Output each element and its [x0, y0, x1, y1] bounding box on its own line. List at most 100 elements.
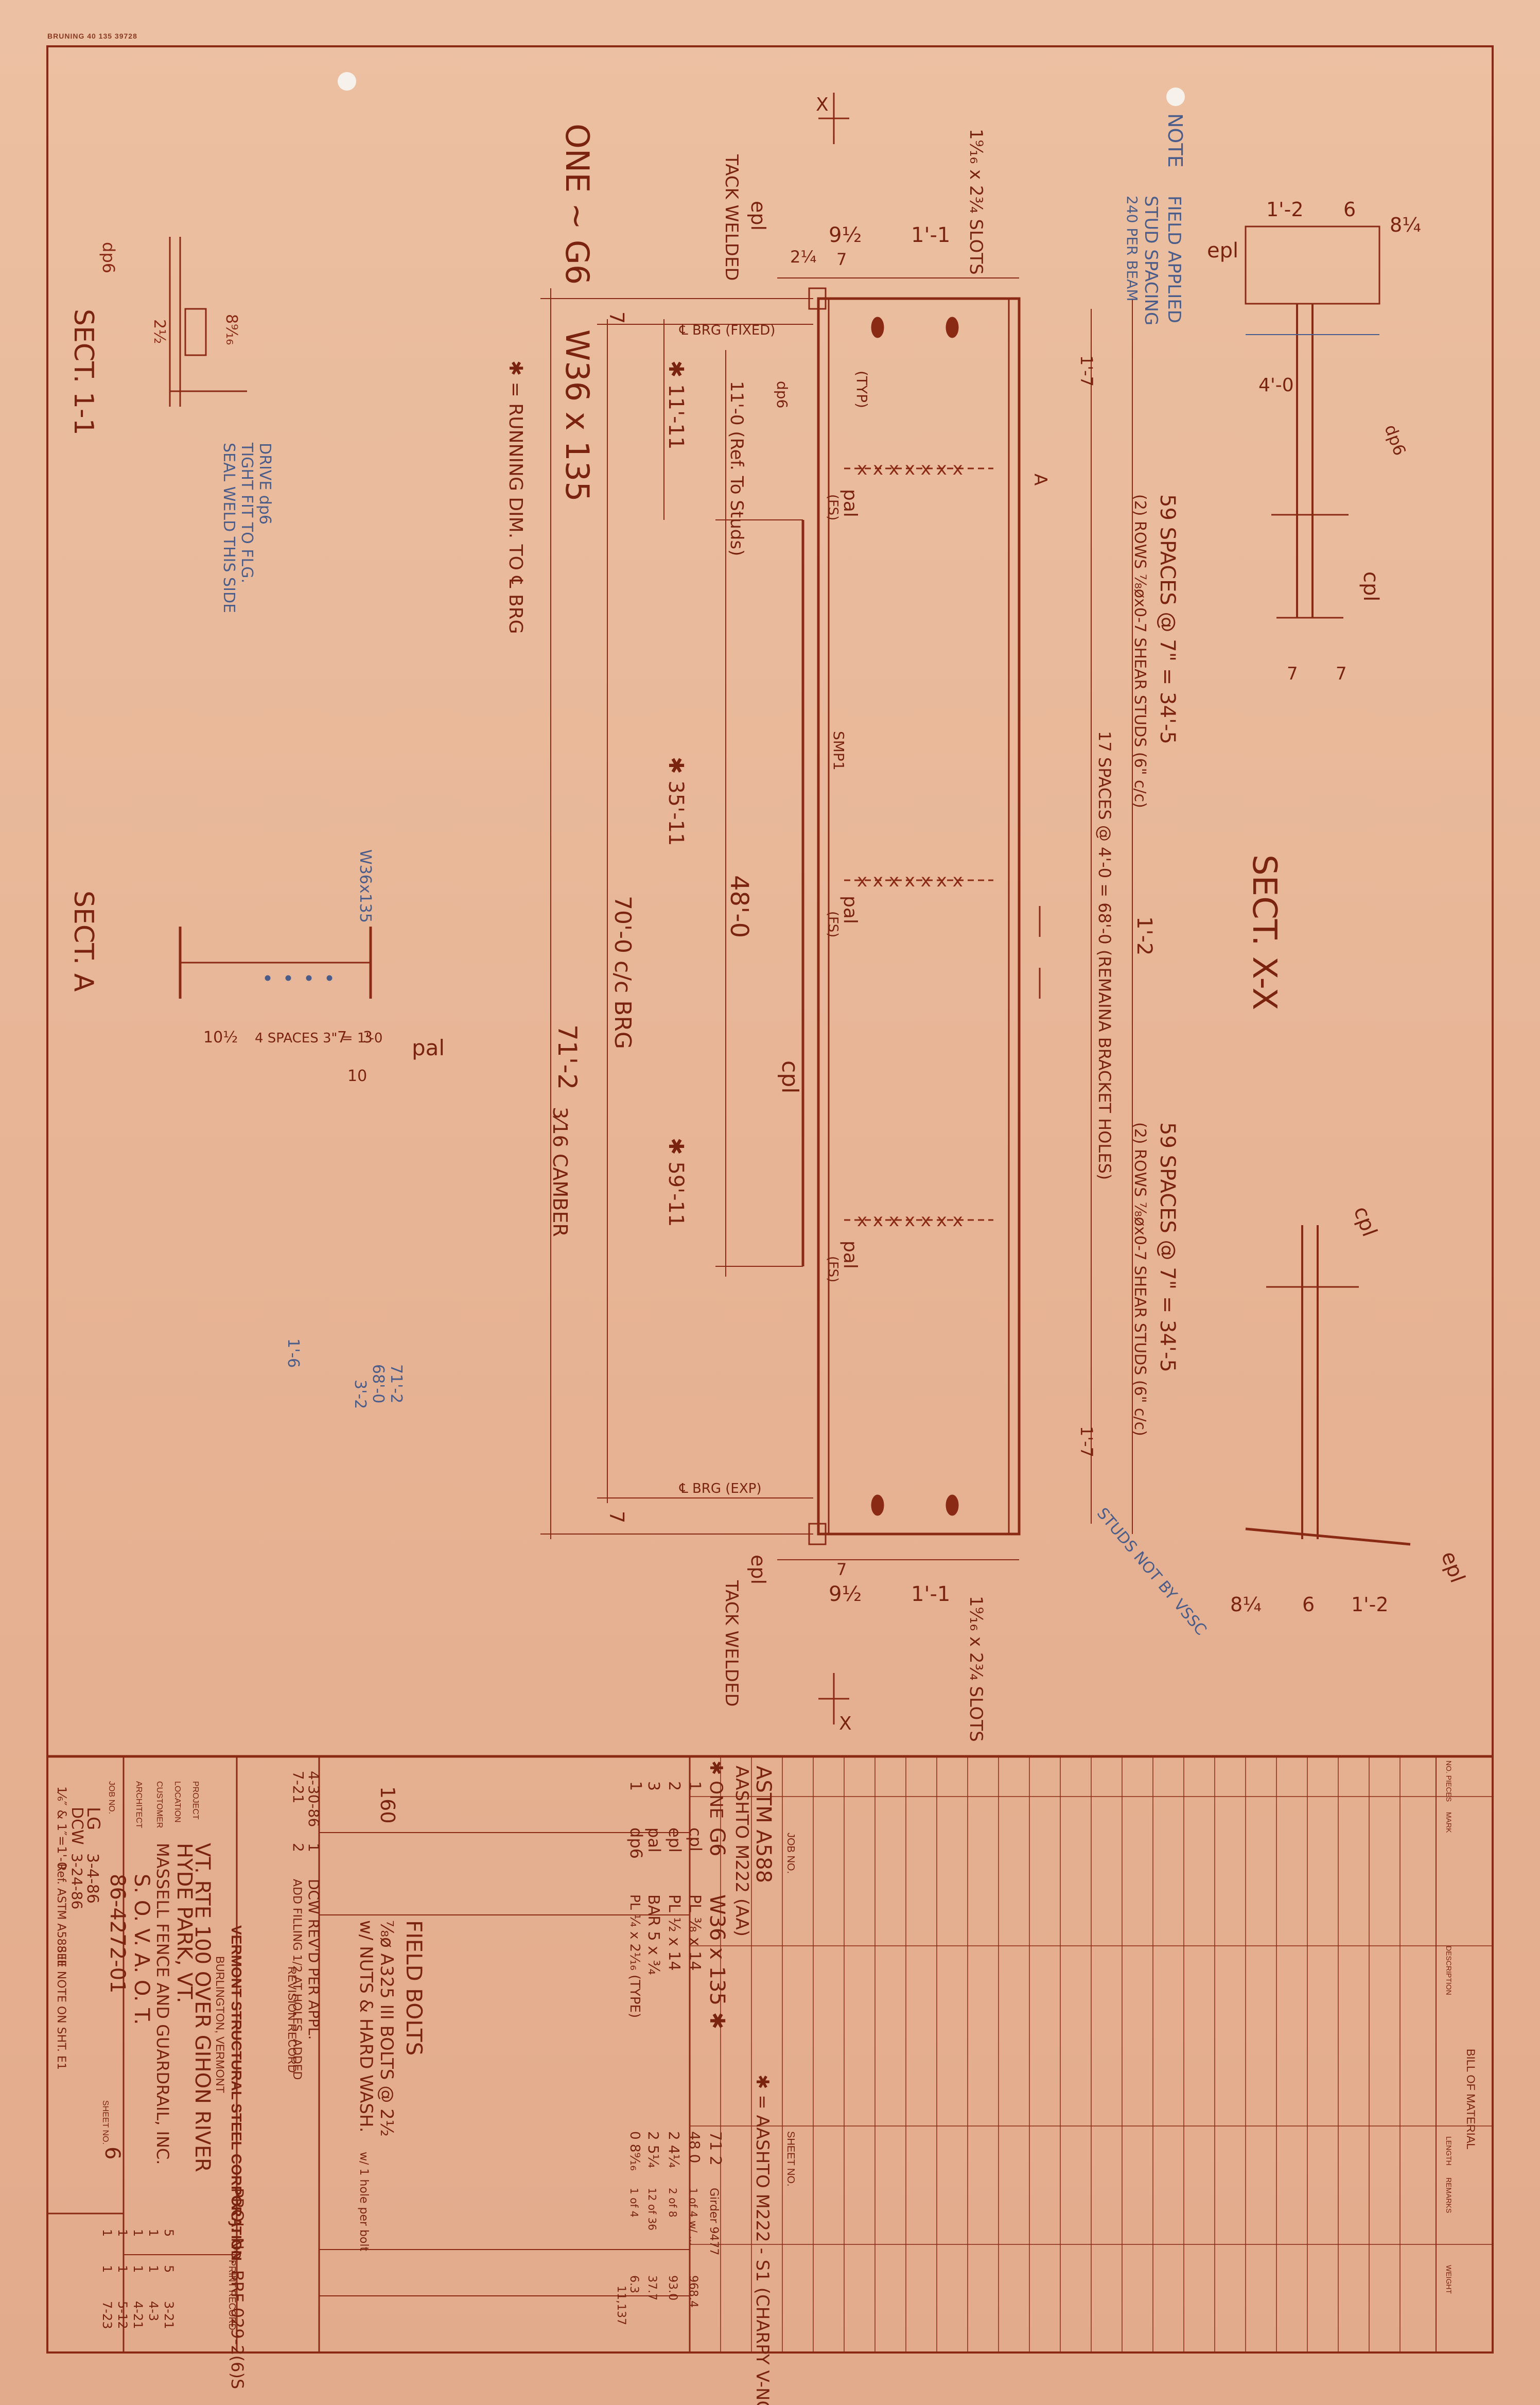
- dim-70-0: 70'-0 c/c BRG: [609, 896, 636, 1049]
- pr-no: 5: [162, 2265, 176, 2273]
- xx-dim-4-0: 4'-0: [1258, 375, 1294, 396]
- pr-date: 5-12: [115, 2301, 130, 2329]
- svg-text:x x x x x x x: x x x x x x x: [857, 870, 963, 891]
- xx-cpl-top: cpl: [1359, 571, 1382, 602]
- xx-dim-6-bot: 6: [1302, 1593, 1315, 1616]
- spaces-mid: 17 SPACES @ 4'-0 = 68'-0 (REMAINA BRACKE…: [1095, 731, 1114, 1180]
- xx-dim-7a: 7: [1287, 664, 1298, 684]
- epl-bottom: epl: [747, 1555, 769, 1584]
- field-bolts: FIELD BOLTS 160 ⅞ø A325 III BOLTS @ 2½ w…: [356, 1786, 427, 2252]
- pr-qty: 1: [146, 2229, 161, 2237]
- bom-desc: PL ⅜ x 14: [686, 1894, 704, 1971]
- bom-remarks: 12 of 36: [646, 2188, 658, 2230]
- rev-by-2: 2: [290, 1843, 307, 1852]
- bom-mark: epl: [665, 1827, 685, 1853]
- dim-1-7-bot: 1'-7: [1077, 1426, 1096, 1457]
- stud-marks: x x x x x x x x x x x x x x x x x x x x …: [857, 459, 963, 1231]
- location-label: LOCATION: [173, 1781, 182, 1823]
- rows-top: (2) ROWS ⅞øx0-7 SHEAR STUDS (6" c/c): [1131, 494, 1149, 808]
- bom-mark: pal: [644, 1827, 664, 1853]
- field-bolts-desc2: w/ NUTS & HARD WASH.: [356, 1920, 376, 2133]
- bom-qty: 3: [644, 1781, 662, 1791]
- rev-desc-1: DCW REV'D PER APPL.: [305, 1879, 322, 2040]
- dim-1-1-top: 1'-1: [911, 223, 950, 247]
- sa-10-2: 10½: [203, 1029, 238, 1047]
- run-11-11: ✱ 11'-11: [664, 360, 688, 449]
- job-number: 86-4272-01: [106, 1874, 129, 1993]
- per-beam: 240 PER BEAM: [1124, 196, 1141, 302]
- tight-fit: TIGHT FIT TO FLG.: [238, 442, 256, 583]
- print-record: 5 5 3-21 1 1 4-3 1 1 4-21 1 1 5-12 1 1 7…: [100, 2229, 176, 2329]
- rows-bottom: (2) ROWS ⅞øx0-7 SHEAR STUDS (6" c/c): [1131, 1122, 1149, 1436]
- bom-weight: 968.4: [687, 2275, 699, 2308]
- bom-sheet-label: SHEET NO.: [785, 2131, 796, 2186]
- stock-code: BRUNING 40 135 39728: [47, 32, 137, 40]
- beam-elevation: [817, 297, 1021, 1536]
- pal-bot: pal: [839, 1241, 861, 1269]
- xx-dp6: dp6: [1380, 422, 1410, 458]
- typ-label: (TYP): [853, 371, 870, 408]
- drive-dp: DRIVE dp6: [256, 443, 274, 525]
- member-mark: ONE ~ G6: [558, 124, 596, 285]
- rev-date-2: 7-21: [290, 1771, 307, 1804]
- run-35-11: ✱ 35'-11: [664, 757, 688, 846]
- spaces-top: 59 SPACES @ 7" = 34'-5: [1156, 494, 1179, 744]
- xx-dim-8-4-bot: 8¼: [1230, 1593, 1262, 1616]
- dim-7-top: 7: [836, 250, 847, 269]
- material-spec: Ref. ASTM A588 III: [55, 1863, 67, 1966]
- bom-spec-1: ASTM A588: [751, 1766, 775, 1883]
- brg-exp: ℄ BRG (EXP): [679, 1481, 761, 1496]
- revision-title: REVISION RECORD: [286, 1966, 299, 2073]
- xx-dim-7b: 7: [1336, 664, 1347, 684]
- bom-desc: BAR 5 x ¾: [644, 1894, 662, 1975]
- xx-epl-top: epl: [1207, 239, 1238, 263]
- drawn-by: LG: [83, 1807, 103, 1830]
- note-title: NOTE: [1164, 113, 1186, 168]
- bom-len: 48 0: [686, 2131, 703, 2163]
- sa-pal: pal: [412, 1035, 445, 1060]
- bom-desc: PL ¼ x 2¹⁄₁₆ (TYPE): [627, 1894, 642, 2018]
- dim-9-2-bot: 9½: [829, 1582, 862, 1606]
- bom-col-desc: DESCRIPTION: [1445, 1946, 1453, 1995]
- fs-top: (FS): [825, 494, 841, 520]
- xx-epl-bot: epl: [1437, 1548, 1469, 1586]
- pr-no: 1: [146, 2265, 161, 2273]
- rev-desc-2: ADD FILLING 1/2 AT HOLES, ADDED: [290, 1879, 303, 2080]
- svg-text:x x x x x x x: x x x x x x x: [857, 459, 963, 479]
- dim-1-1-bot: 1'-1: [911, 1582, 950, 1606]
- field-bolts-qty: 160: [376, 1786, 399, 1824]
- smp-label: SMP1: [830, 731, 847, 771]
- pr-no: 1: [115, 2265, 130, 2273]
- punch-hole-right: [1166, 88, 1185, 106]
- xx-cpl-bot: cpl: [1349, 1204, 1381, 1240]
- fs-mid: (FS): [825, 911, 841, 937]
- s11-dim-8: 8⁹⁄₁₆: [222, 314, 240, 345]
- architect-label: ARCHITECT: [134, 1781, 143, 1828]
- bom-remarks: 2 of 8: [667, 2188, 679, 2217]
- camber-note: 3⁄16 CAMBER: [549, 1107, 571, 1237]
- running-dim-note: ✱ = RUNNING DIM. TO ℄ BRG: [505, 360, 526, 634]
- pal-mid: pal: [839, 896, 861, 924]
- bom-col-pieces: NO. PIECES: [1445, 1761, 1453, 1802]
- field-bolts-title: FIELD BOLTS: [401, 1920, 427, 2055]
- a-marker: A: [1030, 474, 1051, 485]
- drawing-number: PROJ. No. BRF 029-2(6)S: [227, 2188, 247, 2389]
- dim-7-left-top: 7: [605, 311, 628, 324]
- bom-title: BILL OF MATERIAL: [1464, 2049, 1477, 2150]
- bom-mark: G6: [705, 1827, 729, 1856]
- sa-w36: W36x135: [356, 849, 374, 923]
- print-record-label: PRINT RECORD: [227, 2260, 237, 2330]
- brg-fixed: ℄ BRG (FIXED): [679, 323, 775, 338]
- sect-xx-title: SECT. X-X: [1245, 855, 1283, 1010]
- s11-dim-2: 2½: [150, 319, 168, 344]
- scratch-1: 71'-2: [387, 1364, 405, 1403]
- bom-weight: 93.0: [666, 2275, 679, 2301]
- project-label: PROJECT: [191, 1781, 200, 1820]
- xx-dim-8-4: 8¼: [1390, 214, 1421, 236]
- pr-date: 4-3: [146, 2301, 161, 2321]
- bom-len: 0 8⁹⁄₁₆: [627, 2131, 642, 2171]
- pr-qty: 1: [131, 2229, 145, 2237]
- scale-value: 1⁄₆″ & 1″=1'-0: [55, 1786, 69, 1870]
- sa-10: 10: [347, 1067, 367, 1085]
- checked-by: DCW: [68, 1807, 86, 1845]
